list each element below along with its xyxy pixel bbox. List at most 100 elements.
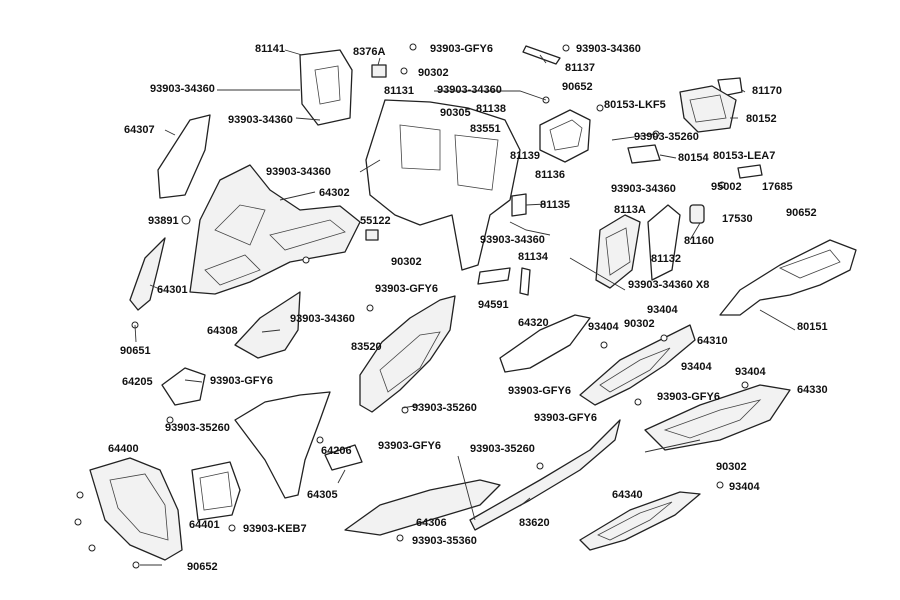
label-93404-e: 93404 (729, 481, 760, 493)
part-81132-inner-panel (647, 204, 681, 281)
part-81136-pad (539, 109, 591, 163)
label-17530: 17530 (722, 213, 753, 225)
part-81137-strip (522, 45, 561, 65)
label-93903-35360: 93903-35360 (412, 535, 477, 547)
label-64330: 64330 (797, 384, 828, 396)
label-93404-b: 93404 (588, 321, 619, 333)
part-64302-front-cover (189, 164, 361, 295)
label-93903-GFY6-mid: 93903-GFY6 (375, 283, 438, 295)
part-83620-strip (469, 419, 621, 531)
label-83520: 83520 (351, 341, 382, 353)
label-93404-a: 93404 (647, 304, 678, 316)
label-8113A: 8113A (614, 204, 646, 216)
label-64310: 64310 (697, 335, 728, 347)
label-80152: 80152 (746, 113, 777, 125)
part-81135 (511, 193, 527, 217)
label-93404-c: 93404 (681, 361, 712, 373)
label-93903-GFY6-center2: 93903-GFY6 (378, 440, 441, 452)
label-64307: 64307 (124, 124, 155, 136)
label-93903-34360-s: 93903-34360 (290, 313, 355, 325)
part-8113A-inner-panel (595, 214, 641, 289)
part-64330-floor-panel (644, 384, 791, 451)
label-90302-b: 90302 (624, 318, 655, 330)
label-80154: 80154 (678, 152, 709, 164)
part-64305-lower-front (234, 391, 331, 499)
label-81139: 81139 (510, 150, 540, 162)
label-17685: 17685 (762, 181, 793, 193)
label-64400: 64400 (108, 443, 139, 455)
label-93903-GFY6-top: 93903-GFY6 (430, 43, 493, 55)
label-90651: 90651 (120, 345, 151, 357)
label-64302: 64302 (319, 187, 350, 199)
label-81137: 81137 (565, 62, 595, 74)
part-80153-LEA7 (737, 164, 763, 179)
label-81134: 81134 (518, 251, 549, 263)
part-94591 (477, 267, 511, 285)
label-64205: 64205 (122, 376, 153, 388)
label-93903-34360-top-right: 93903-34360 (576, 43, 641, 55)
part-64320-trim (499, 314, 591, 373)
label-93903-34360-center: 93903-34360 (266, 166, 331, 178)
label-90305: 90305 (440, 107, 471, 119)
part-80154-bracket (627, 144, 661, 164)
part-8376A-clip (371, 64, 387, 78)
label-93903-GFY6-right: 93903-GFY6 (508, 385, 571, 397)
label-81160: 81160 (684, 235, 714, 247)
part-80151-rear-cover (719, 239, 857, 316)
label-64401: 64401 (189, 519, 220, 531)
label-93903-34360-left2: 93903-34360 (228, 114, 293, 126)
label-93903-GFY6-center: 93903-GFY6 (534, 412, 597, 424)
label-64306: 64306 (416, 517, 447, 529)
label-64305: 64305 (307, 489, 338, 501)
label-90652-bottom: 90652 (187, 561, 218, 573)
part-64400-grille-cover (89, 457, 183, 561)
part-64340-panel (579, 491, 701, 551)
label-64308: 64308 (207, 325, 238, 337)
label-95002: 95002 (711, 181, 742, 193)
label-93903-34360-right2: 93903-34360 (611, 183, 676, 195)
part-64308-trim (234, 291, 301, 359)
part-55122 (365, 229, 379, 241)
part-64307-trim (157, 114, 211, 199)
part-81134 (519, 267, 531, 296)
part-81131-frame (365, 99, 521, 271)
label-90302-right: 90302 (716, 461, 747, 473)
label-55122: 55122 (360, 215, 391, 227)
label-83620: 83620 (519, 517, 550, 529)
label-81136: 81136 (535, 169, 565, 181)
label-93903-35260-right: 93903-35260 (634, 131, 699, 143)
part-81141-bracket (299, 49, 353, 126)
part-64306-side-skirt (344, 479, 501, 536)
label-81132: 81132 (651, 253, 681, 265)
label-90652-right: 90652 (786, 207, 817, 219)
label-93891: 93891 (148, 215, 179, 227)
label-93903-35260-center2: 93903-35260 (470, 443, 535, 455)
label-93903-KEB7: 93903-KEB7 (243, 523, 307, 535)
label-64301: 64301 (157, 284, 188, 296)
part-64310-footboard (579, 324, 696, 406)
screw-fasteners (74, 43, 749, 569)
part-80152-mirror-cover (679, 85, 737, 133)
label-80153-LEA7: 80153-LEA7 (713, 150, 775, 162)
label-90302-top: 90302 (418, 67, 449, 79)
label-81141: 81141 (255, 43, 285, 55)
label-93903-34360-X8: 93903-34360 X8 (628, 279, 709, 291)
label-80153-LKF5: 80153-LKF5 (604, 99, 666, 111)
label-81135: 81135 (540, 199, 570, 211)
label-81170: 81170 (752, 85, 782, 97)
label-93903-GFY6-left: 93903-GFY6 (210, 375, 273, 387)
label-93903-34360-low: 93903-34360 (480, 234, 545, 246)
label-93903-34360-left: 93903-34360 (150, 83, 215, 95)
label-64340: 64340 (612, 489, 643, 501)
label-93903-35260-center: 93903-35260 (412, 402, 477, 414)
part-83520-side-panel (359, 295, 456, 413)
label-81138: 81138 (476, 103, 506, 115)
label-83551: 83551 (470, 123, 501, 135)
leader-lines (134, 49, 796, 566)
label-90302-mid: 90302 (391, 256, 422, 268)
label-8376A: 8376A (353, 46, 385, 58)
label-90652-top: 90652 (562, 81, 593, 93)
label-93903-GFY6-right2: 93903-GFY6 (657, 391, 720, 403)
part-64301-nose (129, 237, 166, 311)
